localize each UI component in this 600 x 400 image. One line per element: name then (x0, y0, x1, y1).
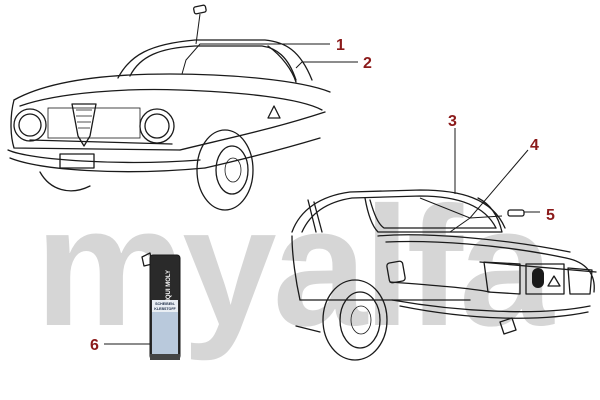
watermark-text: myalfa (35, 172, 555, 362)
leader-lines (104, 13, 540, 345)
front-car-illustration (7, 39, 331, 211)
sealant-label-line1: SCHEIBEN- (155, 302, 176, 306)
sealant-label-line2: KLEBSTOFF (154, 307, 176, 311)
callout-3: 3 (448, 113, 457, 130)
callout-5: 5 (546, 207, 555, 224)
callout-6: 6 (90, 337, 99, 354)
callout-4: 4 (530, 137, 539, 154)
seal-clip-part (193, 4, 207, 15)
rear-car-illustration (291, 189, 597, 361)
callout-2: 2 (363, 55, 372, 72)
sealant-tube: LIQUI MOLY SCHEIBEN- KLEBSTOFF (141, 252, 181, 360)
callout-1: 1 (336, 37, 345, 54)
sealant-brand-label: LIQUI MOLY (166, 270, 172, 304)
